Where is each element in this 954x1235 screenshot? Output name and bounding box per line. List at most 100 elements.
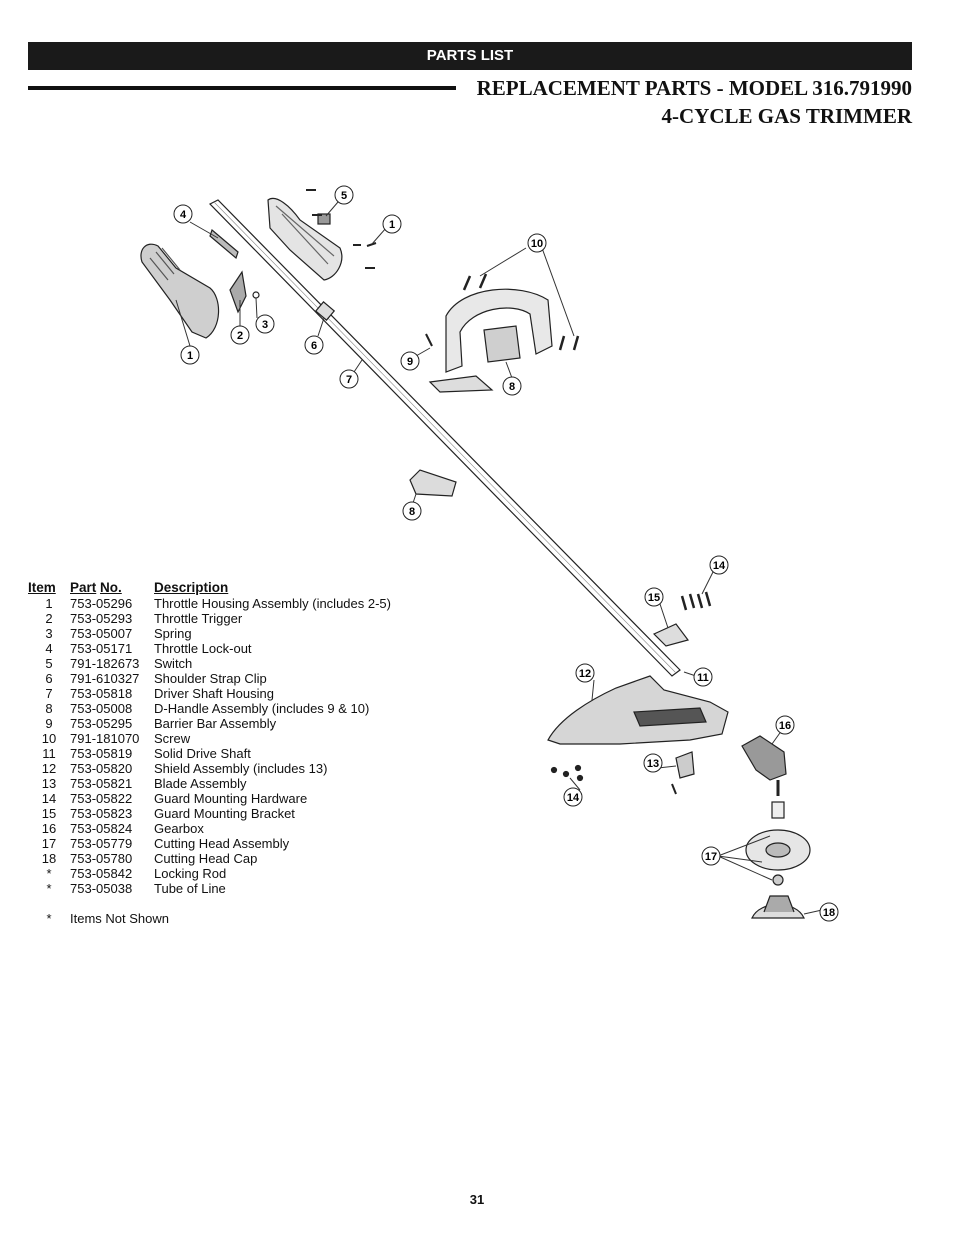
- cutting-head-nut-illustration: [771, 801, 785, 819]
- spring-illustration: [252, 291, 260, 299]
- svg-text:2: 2: [237, 330, 243, 342]
- part-number-cell: 753-05171: [70, 641, 133, 656]
- svg-text:9: 9: [407, 356, 413, 368]
- item-cell: 10: [41, 731, 57, 746]
- part-number-cell: 753-05819: [70, 746, 133, 761]
- gearbox-illustration: [741, 735, 787, 781]
- description-cell: Throttle Lock-out: [154, 641, 252, 656]
- description-cell: Guard Mounting Bracket: [154, 806, 295, 821]
- callout-1b: 1: [382, 214, 402, 234]
- callout-13: 13: [643, 753, 663, 773]
- note-mark: *: [46, 911, 52, 926]
- svg-text:11: 11: [697, 672, 709, 684]
- table-note: * Items Not Shown: [28, 911, 414, 926]
- description-cell: Throttle Housing Assembly (includes 2-5): [154, 596, 391, 611]
- description-cell: Locking Rod: [154, 866, 227, 881]
- item-cell: 7: [45, 686, 53, 701]
- callout-1: 1: [180, 345, 200, 365]
- part-number-cell: 753-05842: [70, 866, 133, 881]
- title-line-1: REPLACEMENT PARTS - MODEL 316.791990: [476, 76, 912, 100]
- item-cell: 5: [45, 656, 53, 671]
- description-cell: Barrier Bar Assembly: [154, 716, 277, 731]
- svg-text:8: 8: [409, 506, 415, 518]
- description-cell: Driver Shaft Housing: [154, 686, 274, 701]
- part-number-cell: 753-05293: [70, 611, 133, 626]
- item-cell: 12: [41, 761, 57, 776]
- svg-text:13: 13: [647, 758, 659, 770]
- description-cell: Switch: [154, 656, 193, 671]
- title-rule: [28, 86, 456, 90]
- table-row: * 753-05842 Locking Rod: [28, 866, 414, 881]
- callout-14: 14: [709, 555, 729, 575]
- callout-5: 5: [334, 185, 354, 205]
- part-number-cell: 753-05038: [70, 881, 133, 896]
- description-cell: D-Handle Assembly (includes 9 & 10): [154, 701, 370, 716]
- table-row: 5 791-182673 Switch: [28, 656, 414, 671]
- part-number-cell: 753-05823: [70, 806, 133, 821]
- item-cell: 15: [41, 806, 57, 821]
- description-cell: Gearbox: [154, 821, 204, 836]
- throttle-trigger-illustration: [229, 270, 247, 314]
- item-cell: 13: [41, 776, 57, 791]
- description-cell: Cutting Head Cap: [154, 851, 258, 866]
- svg-text:10: 10: [531, 238, 543, 250]
- blade-illustration: [675, 751, 695, 779]
- item-cell: *: [46, 866, 52, 881]
- part-number-cell: 753-05822: [70, 791, 133, 806]
- shield-illustration: [547, 675, 729, 745]
- callout-10: 10: [527, 233, 547, 253]
- part-number-cell: 753-05007: [70, 626, 133, 641]
- svg-text:7: 7: [346, 374, 352, 386]
- part-number-cell: 791-182673: [70, 656, 140, 671]
- guard-hardware-illustration: [680, 591, 712, 611]
- part-number-cell: 753-05780: [70, 851, 133, 866]
- item-cell: 11: [42, 746, 56, 761]
- callout-12: 12: [575, 663, 595, 683]
- callout-4: 4: [173, 204, 193, 224]
- callout-14b: 14: [563, 787, 583, 807]
- description-cell: Throttle Trigger: [154, 611, 243, 626]
- table-row: 11 753-05819 Solid Drive Shaft: [28, 746, 414, 761]
- strap-clip-illustration: [314, 301, 336, 321]
- description-cell: Tube of Line: [154, 881, 226, 896]
- header-item: Item: [28, 580, 56, 595]
- d-handle-clamp-illustration: [409, 469, 457, 497]
- callout-16: 16: [775, 715, 795, 735]
- part-number-cell: 753-05779: [70, 836, 133, 851]
- part-number-cell: 753-05824: [70, 821, 133, 836]
- svg-text:17: 17: [705, 851, 717, 863]
- part-number-cell: 791-181070: [70, 731, 140, 746]
- callout-markers: 1 2 3 4 5 1 6 7 8 9 10 8 14 15 12 11 16 …: [173, 185, 839, 922]
- svg-text:1: 1: [187, 350, 193, 362]
- svg-text:6: 6: [311, 340, 317, 352]
- svg-text:1: 1: [389, 219, 395, 231]
- description-cell: Spring: [154, 626, 192, 641]
- screw-set-illustration: [462, 273, 580, 351]
- callout-6: 6: [304, 335, 324, 355]
- header-description: Description: [154, 580, 229, 595]
- item-cell: 8: [45, 701, 53, 716]
- header-no: No.: [100, 580, 122, 595]
- item-cell: *: [46, 881, 52, 896]
- throttle-lockout-illustration: [209, 228, 239, 260]
- description-cell: Solid Drive Shaft: [154, 746, 251, 761]
- throttle-housing-illustration: [140, 243, 220, 339]
- svg-text:8: 8: [509, 381, 515, 393]
- callout-11: 11: [693, 667, 713, 687]
- parts-table-header: Item Part No. Description: [28, 580, 414, 595]
- svg-text:4: 4: [180, 209, 187, 221]
- callout-8: 8: [402, 501, 422, 521]
- part-number-cell: 753-05820: [70, 761, 133, 776]
- svg-text:15: 15: [648, 592, 660, 604]
